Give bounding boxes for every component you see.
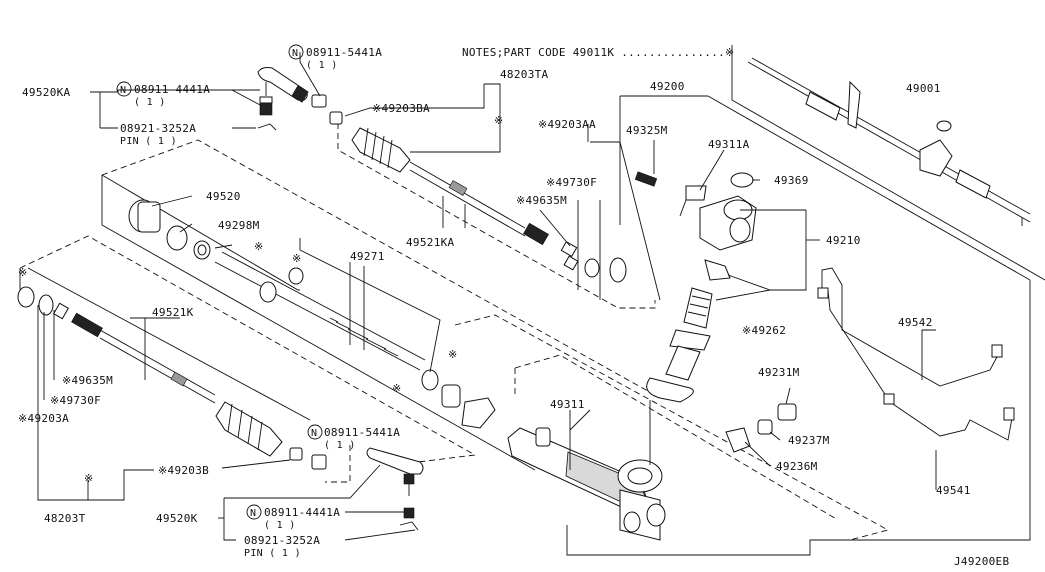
n-mark-circle <box>246 504 262 520</box>
rack-teeth <box>329 317 399 357</box>
n-mark-circle <box>288 44 304 60</box>
label-49369: 49369 <box>774 174 809 187</box>
label-08911-4441A-low-qty: ( 1 ) <box>264 520 296 531</box>
reference-code: J49200EB <box>954 555 1009 568</box>
label-49203BA: ※49203BA <box>372 102 430 115</box>
label-49311: 49311 <box>550 398 585 411</box>
complete-gear-assembly <box>747 57 1031 226</box>
inner-tie-rod-low <box>17 286 327 470</box>
label-49521KA: 49521KA <box>406 236 455 249</box>
n-mark: N <box>292 48 298 59</box>
label-pin-low: PIN ( 1 ) <box>244 548 301 559</box>
label-49730F-top: ※49730F <box>546 176 597 189</box>
label-49521K: 49521K <box>152 306 194 319</box>
star-marks: ※ ※ ※ ※ ※ ※ ※ <box>18 114 504 485</box>
label-49541: 49541 <box>936 484 971 497</box>
label-49298M: 49298M <box>218 219 260 232</box>
label-08911-4441A-low: 08911-4441A <box>264 506 340 519</box>
label-49200: 49200 <box>650 80 685 93</box>
label-49203B: ※49203B <box>158 464 209 477</box>
label-08911-4441A-top-qty: ( 1 ) <box>134 97 166 108</box>
label-49236M: 49236M <box>776 460 818 473</box>
rack-adjuster <box>725 403 797 453</box>
pressure-tubes <box>817 267 1015 441</box>
part-labels: NOTES;PART CODE 49011K ...............※ … <box>18 46 1009 568</box>
star-mark: ※ <box>18 266 28 279</box>
n-marks: N N N N <box>116 44 323 520</box>
star-mark: ※ <box>392 382 402 395</box>
label-49271: 49271 <box>350 250 385 263</box>
label-49520KA: 49520KA <box>22 86 71 99</box>
label-49203AA: ※49203AA <box>538 118 596 131</box>
frame-lines <box>19 45 1045 556</box>
label-49635M-top: ※49635M <box>516 194 567 207</box>
label-49203A: ※49203A <box>18 412 69 425</box>
gear-housing <box>507 427 666 541</box>
label-49520: 49520 <box>206 190 241 203</box>
star-mark: ※ <box>448 348 458 361</box>
rack-assembly <box>128 199 496 429</box>
notes-text: NOTES;PART CODE 49011K ...............※ <box>462 46 735 59</box>
tie-rod-end-top <box>257 67 343 131</box>
label-08911-5441A-low: 08911-5441A <box>324 426 400 439</box>
label-49210: 49210 <box>826 234 861 247</box>
label-49231M: 49231M <box>758 366 800 379</box>
label-49635M-low: ※49635M <box>62 374 113 387</box>
label-08911-4441A-top: 08911-4441A <box>134 83 210 96</box>
pinion-valve <box>634 171 757 403</box>
label-08911-5441A-top: 08911-5441A <box>306 46 382 59</box>
label-49730F-low: ※49730F <box>50 394 101 407</box>
n-mark: N <box>250 508 256 519</box>
label-49325M: 49325M <box>626 124 668 137</box>
label-49520K: 49520K <box>156 512 198 525</box>
n-mark: N <box>120 85 126 96</box>
star-mark: ※ <box>254 240 264 253</box>
label-49262: ※49262 <box>742 324 786 337</box>
inner-tie-rod-top <box>351 127 627 283</box>
star-mark: ※ <box>292 252 302 265</box>
star-mark: ※ <box>84 472 94 485</box>
star-mark: ※ <box>494 114 504 127</box>
leader-lines <box>37 52 937 541</box>
label-08921-3252A-low: 08921-3252A <box>244 534 320 547</box>
label-49311A: 49311A <box>708 138 750 151</box>
n-mark-circle <box>307 424 323 440</box>
label-08911-5441A-top-qty: ( 1 ) <box>306 60 338 71</box>
label-08921-3252A-top: 08921-3252A <box>120 122 196 135</box>
n-mark: N <box>311 428 317 439</box>
label-48203T: 48203T <box>44 512 86 525</box>
label-08911-5441A-low-qty: ( 1 ) <box>324 440 356 451</box>
label-48203TA: 48203TA <box>500 68 549 81</box>
tie-rod-end-low <box>366 447 424 531</box>
label-49001: 49001 <box>906 82 941 95</box>
label-pin-top: PIN ( 1 ) <box>120 136 177 147</box>
label-49237M: 49237M <box>788 434 830 447</box>
label-49542: 49542 <box>898 316 933 329</box>
n-mark-circle <box>116 81 132 97</box>
